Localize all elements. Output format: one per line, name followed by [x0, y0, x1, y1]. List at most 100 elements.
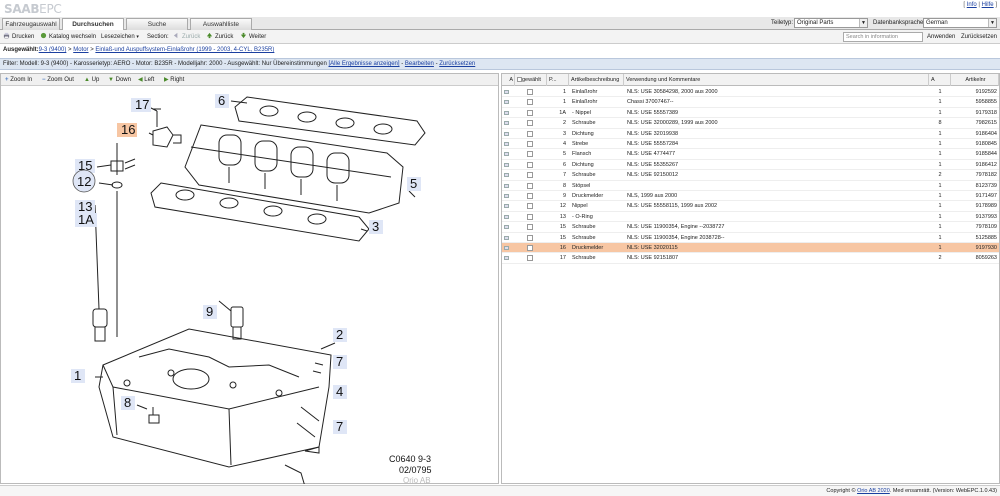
cell-part-number[interactable]: 7978182: [975, 172, 997, 179]
expand-icon[interactable]: [504, 131, 509, 136]
cell-part-number[interactable]: 7982615: [975, 120, 997, 127]
language-select[interactable]: German ▼: [923, 18, 997, 28]
pan-right-button[interactable]: ▶ Right: [164, 76, 184, 84]
header-quantity[interactable]: A: [929, 74, 951, 86]
zoom-out-button[interactable]: − Zoom Out: [42, 76, 74, 84]
callout-7a[interactable]: 7: [333, 354, 347, 369]
cell-part-number[interactable]: 9185844: [975, 151, 997, 158]
search-input[interactable]: Search in information: [843, 32, 923, 42]
callout-6[interactable]: 6: [215, 93, 229, 108]
reset-button[interactable]: Zurücksetzen: [961, 34, 998, 40]
change-catalog-button[interactable]: Katalog wechseln: [40, 32, 96, 42]
row-checkbox[interactable]: [527, 141, 533, 147]
row-checkbox[interactable]: [527, 245, 533, 251]
callout-16[interactable]: 16: [117, 122, 137, 137]
callout-3[interactable]: 3: [369, 219, 383, 234]
expand-icon[interactable]: [504, 204, 509, 209]
callout-17[interactable]: 17: [131, 97, 151, 112]
zoom-in-button[interactable]: + Zoom In: [5, 76, 32, 84]
row-checkbox[interactable]: [527, 193, 533, 199]
row-checkbox[interactable]: [527, 203, 533, 210]
expand-icon[interactable]: [504, 110, 509, 115]
cell-part-number[interactable]: 9137993: [975, 213, 997, 220]
tab-vehicle-selection[interactable]: Fahrzeugauswahl: [2, 18, 60, 30]
row-checkbox[interactable]: [527, 151, 533, 158]
expand-icon[interactable]: [504, 90, 509, 94]
row-checkbox[interactable]: [527, 120, 533, 127]
callout-2[interactable]: 2: [333, 327, 347, 342]
select-all-checkbox[interactable]: [517, 77, 522, 82]
print-button[interactable]: Drucken: [3, 32, 34, 42]
forward-button[interactable]: Weiter: [240, 32, 266, 42]
header-position[interactable]: P...: [547, 74, 569, 86]
callout-7b[interactable]: 7: [333, 419, 347, 434]
cell-part-number[interactable]: 8123739: [975, 182, 997, 189]
cell-part-number[interactable]: 9192592: [975, 89, 997, 95]
cell-part-number[interactable]: 9197930: [975, 245, 997, 251]
cell-part-number[interactable]: 9171497: [975, 193, 997, 199]
callout-13[interactable]: 13: [75, 199, 95, 214]
expand-icon[interactable]: [504, 162, 509, 167]
row-checkbox[interactable]: [527, 182, 533, 189]
expand-icon[interactable]: [504, 173, 509, 178]
tab-browse[interactable]: Durchsuchen: [62, 18, 124, 31]
expand-icon[interactable]: [504, 142, 509, 146]
header-selected[interactable]: gewählt: [515, 74, 547, 86]
expand-icon[interactable]: [504, 152, 509, 157]
cell-part-number[interactable]: 9186404: [975, 130, 997, 137]
callout-1a[interactable]: 1A: [75, 212, 97, 227]
back-button[interactable]: Zurück: [206, 32, 233, 42]
row-checkbox[interactable]: [527, 224, 533, 231]
expand-icon[interactable]: [504, 225, 509, 230]
row-checkbox[interactable]: [527, 234, 533, 241]
callout-15[interactable]: 15: [75, 158, 95, 173]
row-checkbox[interactable]: [527, 130, 533, 137]
apply-button[interactable]: Anwenden: [927, 34, 956, 40]
cell-part-number[interactable]: 5958855: [975, 99, 997, 106]
callout-4[interactable]: 4: [333, 384, 347, 399]
info-link[interactable]: Info: [966, 2, 977, 8]
header-description[interactable]: Artikelbeschreibung: [569, 74, 624, 86]
pan-down-button[interactable]: ▼ Down: [108, 76, 131, 84]
breadcrumb-section-link[interactable]: Einlaß-und Auspuffsystem-Einlaßrohr (199…: [95, 47, 275, 53]
row-checkbox[interactable]: [527, 161, 533, 168]
pan-left-button[interactable]: ◀ Left: [138, 76, 154, 84]
expand-icon[interactable]: [504, 100, 509, 105]
header-comments[interactable]: Verwendung und Kommentare: [624, 74, 929, 86]
reset-filter-link[interactable]: Zurücksetzen: [439, 61, 476, 67]
cell-part-number[interactable]: 5125885: [975, 234, 997, 241]
expand-icon[interactable]: [504, 214, 509, 219]
row-checkbox[interactable]: [527, 109, 533, 116]
show-all-results-link[interactable]: [Alle Ergebnisse anzeigen]: [328, 61, 400, 67]
edit-filter-link[interactable]: Bearbeiten: [404, 61, 434, 67]
expand-icon[interactable]: [504, 256, 509, 261]
callout-9[interactable]: 9: [203, 304, 217, 319]
row-checkbox[interactable]: [527, 255, 533, 262]
tab-search[interactable]: Suche: [126, 18, 188, 30]
row-checkbox[interactable]: [527, 172, 533, 179]
callout-5[interactable]: 5: [407, 176, 421, 191]
back-disabled-button[interactable]: Zurück: [173, 32, 200, 42]
cell-part-number[interactable]: 9186412: [975, 161, 997, 168]
header-part-number[interactable]: Artikelnr: [951, 74, 999, 86]
expand-icon[interactable]: [504, 121, 509, 126]
callout-12[interactable]: 12: [72, 169, 96, 193]
cell-part-number[interactable]: 9178989: [975, 203, 997, 210]
teiletyp-select[interactable]: Original Parts ▼: [794, 18, 868, 28]
help-link[interactable]: Hilfe: [981, 2, 994, 8]
cell-part-number[interactable]: 8059263: [975, 255, 997, 262]
pan-up-button[interactable]: ▲ Up: [84, 76, 99, 84]
row-checkbox[interactable]: [527, 89, 533, 95]
